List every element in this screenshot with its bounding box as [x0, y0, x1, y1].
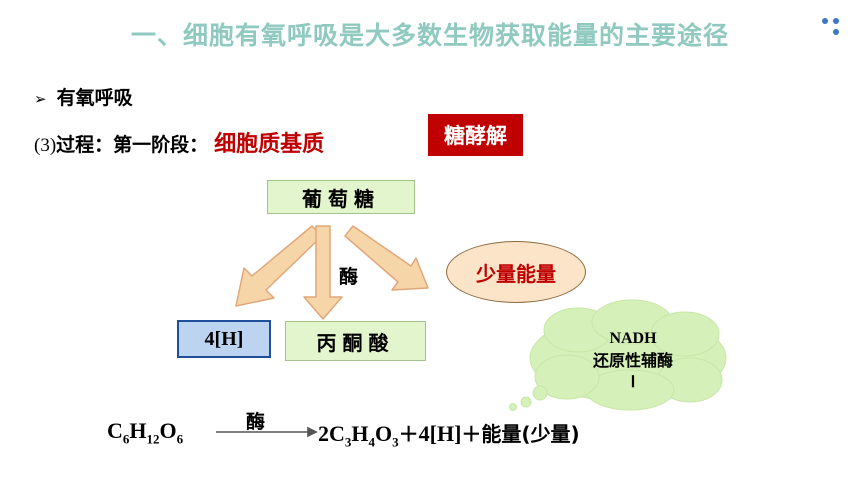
eq-p-c-sub: 3: [344, 434, 352, 450]
eq-p-o-sub: 3: [392, 434, 399, 450]
page-title: 一、细胞有氧呼吸是大多数生物获取能量的主要途径: [130, 21, 729, 50]
eq-o: O: [159, 418, 177, 443]
cloud-line-nadh: NADH: [609, 330, 657, 347]
eq-plus-2: ＋: [461, 422, 482, 446]
process-label: 过程：第一阶段：: [56, 134, 209, 156]
hydrogen-box: 4[H]: [177, 320, 271, 358]
energy-ellipse: 少量能量: [446, 241, 586, 303]
eq-energy: 能量(少量): [481, 422, 580, 446]
enzyme-label: 酶: [339, 266, 359, 288]
eq-p-coef: 2C: [318, 421, 345, 446]
eq-h-sub: 12: [146, 431, 160, 447]
equation-reactant: C6H12O6: [107, 418, 183, 447]
eq-p-o: O: [375, 421, 393, 446]
eq-h: H: [129, 418, 147, 443]
glycolysis-tag: 糖酵解: [428, 114, 523, 156]
arrow-down: [303, 225, 343, 320]
process-location: 细胞质基质: [214, 132, 325, 157]
section-heading: ➢ 有氧呼吸: [34, 83, 133, 110]
eq-c: C: [107, 418, 123, 443]
eq-o-sub: 6: [176, 431, 184, 447]
eq-plus-1: ＋: [398, 422, 419, 446]
equation-product: 2C3H4O3＋4[H]＋能量(少量): [318, 418, 580, 450]
eq-c-sub: 6: [122, 431, 130, 447]
cloud-line-roman: Ⅰ: [630, 374, 636, 391]
equation-enzyme: 酶: [246, 411, 266, 433]
cloud-dot-3: [509, 403, 517, 411]
cloud-line-coenzyme: 还原性辅酶: [592, 351, 673, 370]
cloud-dot-2: [520, 396, 532, 408]
glucose-box: 葡萄糖: [267, 180, 415, 214]
cloud-text: NADH 还原性辅酶 Ⅰ: [548, 328, 718, 394]
pyruvate-box: 丙酮酸: [285, 321, 426, 361]
process-number: (3): [34, 135, 57, 156]
eq-p-h-sub: 4: [368, 434, 376, 450]
bullet-arrow-icon: ➢: [34, 90, 47, 108]
eq-p-h: H: [351, 421, 369, 446]
arrow-left: [235, 225, 323, 307]
process-line: (3)过程：第一阶段：细胞质基质: [34, 126, 324, 158]
section-heading-text: 有氧呼吸: [56, 87, 133, 109]
dots-icon: [822, 18, 839, 35]
cloud-dot-1: [532, 385, 548, 401]
eq-h-term: 4[H]: [418, 421, 462, 446]
